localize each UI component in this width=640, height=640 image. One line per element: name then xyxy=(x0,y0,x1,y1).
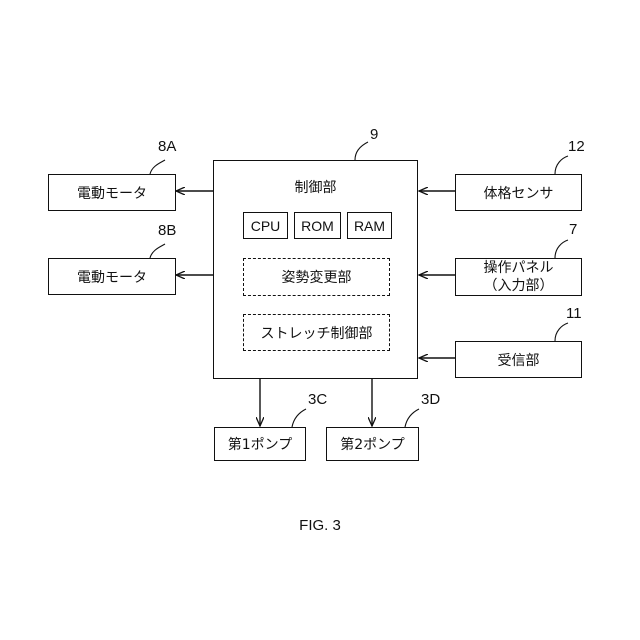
motor-a-ref: 8A xyxy=(158,138,176,155)
cpu-box: CPU xyxy=(243,212,288,239)
pump-2-ref: 3D xyxy=(421,391,440,408)
operation-panel-label: 操作パネル xyxy=(484,259,554,277)
motor-b-box: 電動モータ xyxy=(48,258,176,295)
operation-panel-ref: 7 xyxy=(569,221,577,238)
pump-1-box: 第1ポンプ xyxy=(214,427,306,461)
body-sensor-box: 体格センサ xyxy=(455,174,582,211)
pump-2-label: 第2ポンプ xyxy=(340,434,405,454)
motor-b-ref: 8B xyxy=(158,222,176,239)
pump-1-ref: 3C xyxy=(308,391,327,408)
motor-a-label: 電動モータ xyxy=(77,183,147,203)
receiver-label: 受信部 xyxy=(498,350,540,370)
body-sensor-label: 体格センサ xyxy=(484,183,554,203)
posture-change-unit: 姿勢変更部 xyxy=(243,258,390,296)
ram-box: RAM xyxy=(347,212,392,239)
pump-2-box: 第2ポンプ xyxy=(326,427,419,461)
rom-box: ROM xyxy=(294,212,341,239)
leader-7 xyxy=(555,240,568,258)
controller-box: 制御部 CPU ROM RAM 姿勢変更部 ストレッチ制御部 xyxy=(213,160,418,379)
leader-3d xyxy=(405,409,419,427)
body-sensor-ref: 12 xyxy=(568,138,585,155)
leader-12 xyxy=(555,156,568,174)
controller-title: 制御部 xyxy=(214,177,417,197)
leader-11 xyxy=(555,323,568,341)
leader-3c xyxy=(292,409,306,427)
figure-caption: FIG. 3 xyxy=(0,517,640,534)
leader-8a xyxy=(150,160,165,174)
receiver-box: 受信部 xyxy=(455,341,582,378)
input-unit-label: （入力部） xyxy=(484,277,554,295)
pump-1-label: 第1ポンプ xyxy=(228,434,293,454)
leader-9 xyxy=(355,142,368,160)
operation-panel-box: 操作パネル （入力部） xyxy=(455,258,582,296)
motor-b-label: 電動モータ xyxy=(77,267,147,287)
receiver-ref: 11 xyxy=(566,305,582,322)
stretch-control-unit: ストレッチ制御部 xyxy=(243,314,390,351)
leader-8b xyxy=(150,244,165,258)
controller-ref: 9 xyxy=(370,126,378,143)
motor-a-box: 電動モータ xyxy=(48,174,176,211)
